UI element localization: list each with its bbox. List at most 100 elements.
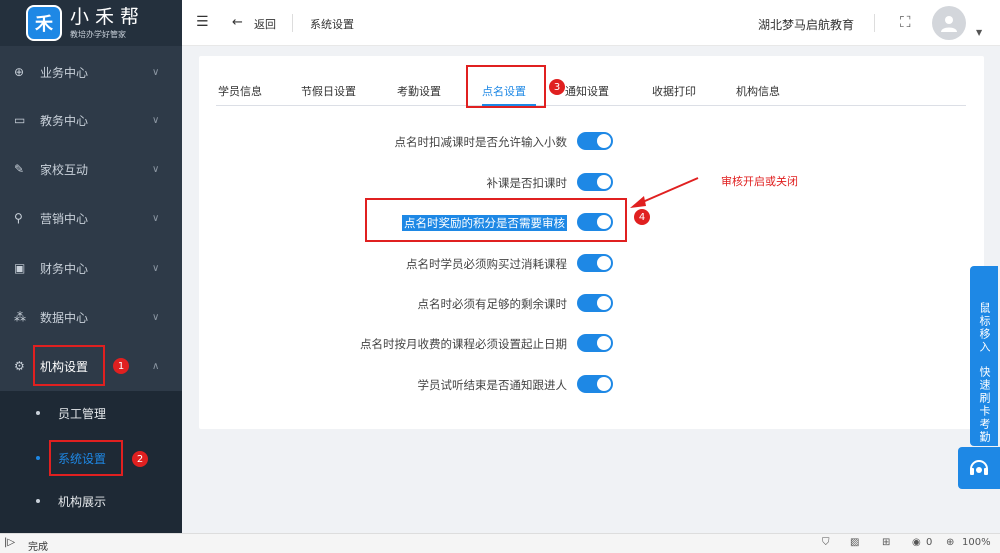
chevron-up-icon: ∧	[152, 360, 160, 372]
bullet-icon	[36, 411, 40, 415]
setting-row: 点名时必须有足够的剩余课时	[300, 292, 620, 316]
tab-attendance[interactable]: 考勤设置	[397, 85, 441, 98]
counter-text: 0	[926, 537, 933, 548]
toggle-knob	[597, 215, 611, 229]
share-icon: ⚲	[14, 211, 23, 225]
tab-student-info[interactable]: 学员信息	[218, 85, 262, 98]
sidebar-item-label: 家校互动	[40, 162, 89, 177]
sidebar-item-data[interactable]: ⁂ 数据中心 ∨	[0, 302, 182, 332]
sidebar-item-label: 数据中心	[40, 310, 89, 325]
fullscreen-icon[interactable]: ⛶	[900, 13, 911, 31]
sidebar-item-home-school[interactable]: ✎ 家校互动 ∨	[0, 154, 182, 184]
setting-toggle[interactable]	[577, 213, 613, 231]
chevron-down-icon: ∨	[152, 66, 160, 78]
logo-icon: 禾	[26, 5, 62, 41]
toggle-knob	[597, 134, 611, 148]
setting-label: 学员试听结束是否通知跟进人	[417, 378, 568, 392]
menu-toggle-icon[interactable]: ☰	[196, 14, 209, 30]
submenu-item-org-display[interactable]: 机构展示	[0, 489, 182, 513]
image-icon[interactable]: ▨	[850, 537, 860, 548]
settings-tabs: 学员信息 节假日设置 考勤设置 点名设置 通知设置 收据打印 机构信息	[216, 78, 966, 106]
annotation-box	[33, 345, 105, 386]
annotation-badge: 2	[132, 451, 148, 467]
setting-toggle[interactable]	[577, 334, 613, 352]
sidebar-item-label: 营销中心	[40, 211, 89, 226]
toggle-knob	[597, 377, 611, 391]
avatar[interactable]	[932, 6, 966, 40]
setting-row: 学员试听结束是否通知跟进人	[300, 373, 620, 397]
user-icon	[941, 16, 957, 32]
setting-row: 点名时扣减课时是否允许输入小数	[300, 130, 620, 154]
back-arrow-icon[interactable]: ←	[232, 15, 243, 30]
page-title: 系统设置	[310, 18, 354, 31]
tab-notification[interactable]: 通知设置	[565, 85, 609, 98]
book-icon: ▭	[14, 113, 26, 127]
caret-down-icon[interactable]: ▼	[976, 28, 983, 37]
divider	[292, 14, 293, 32]
setting-row: 点名时奖励的积分是否需要审核	[300, 211, 620, 235]
logo-name: 小禾帮	[70, 6, 146, 28]
sidebar-item-label: 财务中心	[40, 261, 89, 276]
submenu-item-system-settings[interactable]: 系统设置	[0, 446, 182, 470]
sidebar-item-org-settings[interactable]: ⚙ 机构设置 ∧	[0, 351, 182, 381]
logo[interactable]: 禾 小禾帮 教培办学好管家	[0, 0, 182, 46]
bullet-icon	[36, 456, 40, 460]
sidebar-item-label: 业务中心	[40, 65, 89, 80]
chevron-down-icon: ∨	[152, 311, 160, 323]
tab-org-info[interactable]: 机构信息	[736, 85, 780, 98]
sidebar-item-marketing[interactable]: ⚲ 营销中心 ∨	[0, 203, 182, 233]
sidebar-item-academic[interactable]: ▭ 教务中心 ∨	[0, 105, 182, 135]
logo-subtitle: 教培办学好管家	[70, 30, 126, 39]
org-name[interactable]: 湖北梦马启航教育	[758, 18, 855, 32]
paper-plane-icon: ✎	[14, 162, 25, 176]
sidebar-item-label: 教务中心	[40, 113, 89, 128]
sidebar-item-business[interactable]: ⊕ 业务中心 ∨	[0, 57, 182, 87]
tab-holiday[interactable]: 节假日设置	[301, 85, 356, 98]
customer-service-button[interactable]	[958, 447, 1000, 489]
setting-label: 点名时学员必须购买过消耗课程	[406, 257, 567, 271]
crop-icon[interactable]: ⊞	[882, 537, 891, 548]
zoom-icon[interactable]: ⊕	[946, 537, 955, 548]
quick-attendance-text: 鼠标移入	[978, 302, 991, 354]
setting-toggle[interactable]	[577, 254, 613, 272]
submenu-item-label: 员工管理	[58, 406, 107, 421]
setting-toggle[interactable]	[577, 294, 613, 312]
tab-rollcall[interactable]: 点名设置	[482, 85, 526, 98]
back-button[interactable]: 返回	[254, 18, 276, 31]
submenu-item-label: 系统设置	[58, 451, 107, 466]
quick-attendance-panel[interactable]: 鼠标移入 快速刷卡考勤	[970, 266, 998, 446]
tab-receipt-print[interactable]: 收据打印	[652, 85, 696, 98]
panel-toggle-icon[interactable]: |▷	[4, 537, 16, 548]
toggle-knob	[597, 256, 611, 270]
setting-label: 点名时奖励的积分是否需要审核	[402, 215, 567, 231]
sound-icon[interactable]: ◉	[912, 537, 921, 548]
top-header: ☰ ← 返回 系统设置 湖北梦马启航教育 ⛶ ▼	[182, 0, 1000, 46]
setting-toggle[interactable]	[577, 375, 613, 393]
status-bar: |▷ 完成 ⛉ ▨ ⊞ ◉ 0 ⊕ 100%	[0, 533, 1000, 553]
settings-card	[199, 56, 984, 429]
setting-row: 点名时学员必须购买过消耗课程	[300, 252, 620, 276]
active-tab-indicator	[482, 104, 536, 106]
sidebar: 禾 小禾帮 教培办学好管家 ⊕ 业务中心 ∨ ▭ 教务中心 ∨ ✎ 家校互动 ∨…	[0, 0, 182, 533]
chevron-down-icon: ∨	[152, 114, 160, 126]
chevron-down-icon: ∨	[152, 212, 160, 224]
annotation-box	[49, 440, 123, 476]
setting-row: 补课是否扣课时	[300, 171, 620, 195]
annotation-badge: 1	[113, 358, 129, 374]
shield-icon[interactable]: ⛉	[822, 537, 830, 548]
setting-toggle[interactable]	[577, 132, 613, 150]
submenu-item-staff[interactable]: 员工管理	[0, 401, 182, 425]
setting-label: 补课是否扣课时	[486, 176, 568, 190]
zoom-level[interactable]: 100%	[962, 537, 991, 548]
submenu-org-settings: 员工管理 系统设置 机构展示	[0, 391, 182, 533]
quick-attendance-text: 快速刷卡考勤	[978, 366, 991, 444]
sidebar-item-finance[interactable]: ▣ 财务中心 ∨	[0, 253, 182, 283]
annotation-box	[466, 65, 546, 108]
submenu-item-label: 机构展示	[58, 494, 107, 509]
status-text: 完成	[28, 542, 48, 553]
annotation-badge: 4	[634, 209, 650, 225]
toggle-knob	[597, 336, 611, 350]
setting-toggle[interactable]	[577, 173, 613, 191]
chart-icon: ⁂	[14, 310, 26, 324]
setting-row: 点名时按月收费的课程必须设置起止日期	[300, 332, 620, 356]
